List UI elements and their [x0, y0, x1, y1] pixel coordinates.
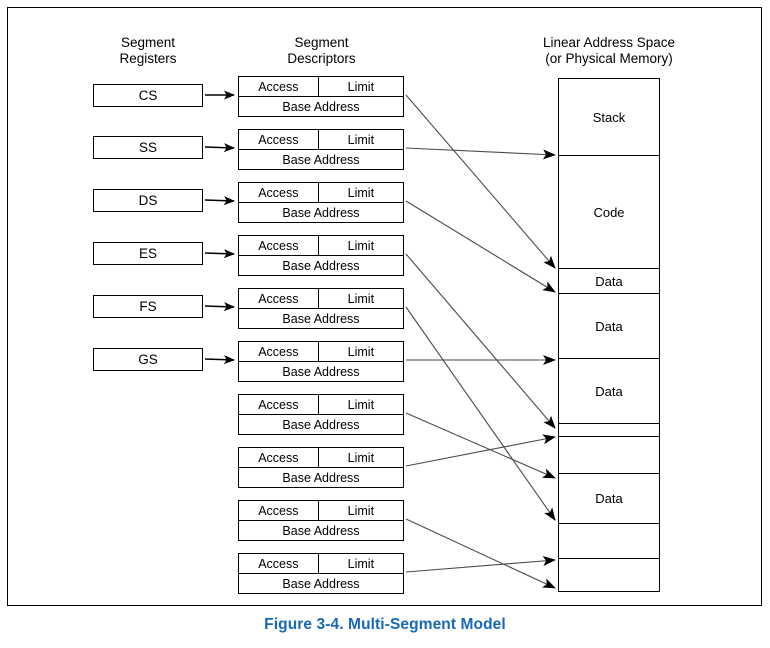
descriptor-base-address-field: Base Address: [282, 470, 360, 485]
memory-segment-empty-1: [559, 424, 659, 437]
memory-segment-code: Code: [559, 156, 659, 269]
descriptor-base-address-field: Base Address: [282, 576, 360, 591]
memory-segment-stack: Stack: [559, 79, 659, 156]
descriptor-top-row: Access Limit: [239, 130, 403, 150]
descriptor-access-field: Access: [239, 236, 319, 255]
register-label: GS: [138, 352, 158, 367]
descriptor-base-address-field: Base Address: [282, 417, 360, 432]
register-label: CS: [138, 88, 158, 103]
segment-descriptor-10[interactable]: Access Limit Base Address: [238, 553, 404, 594]
segment-descriptor-7[interactable]: Access Limit Base Address: [238, 394, 404, 435]
descriptor-limit-field: Limit: [347, 344, 375, 359]
descriptor-access-field: Access: [239, 501, 319, 520]
segment-descriptor-1[interactable]: Access Limit Base Address: [238, 76, 404, 117]
descriptor-top-row: Access Limit: [239, 236, 403, 256]
descriptor-limit-field: Limit: [347, 132, 375, 147]
segment-register-fs[interactable]: FS: [93, 295, 203, 318]
descriptor-top-row: Access Limit: [239, 289, 403, 309]
descriptor-access-field: Access: [239, 130, 319, 149]
segment-descriptor-6[interactable]: Access Limit Base Address: [238, 341, 404, 382]
figure-caption: Figure 3-4. Multi-Segment Model: [264, 616, 506, 633]
descriptor-top-row: Access Limit: [239, 448, 403, 468]
register-label: SS: [138, 140, 157, 155]
register-label: FS: [139, 299, 157, 314]
descriptor-limit-field: Limit: [347, 79, 375, 94]
segment-descriptor-4[interactable]: Access Limit Base Address: [238, 235, 404, 276]
descriptor-base-address-field: Base Address: [282, 152, 360, 167]
descriptor-base-address-field: Base Address: [282, 99, 360, 114]
memory-segment-data-2: Data: [559, 294, 659, 359]
memory-segment-data-4: Data: [559, 474, 659, 524]
heading-linear-address-space: Linear Address Space (or Physical Memory…: [542, 35, 676, 66]
linear-address-space-column: Stack Code Data Data Data Data: [558, 78, 660, 592]
descriptor-top-row: Access Limit: [239, 77, 403, 97]
memory-segment-empty-4: [559, 559, 659, 590]
segment-register-ds[interactable]: DS: [93, 189, 203, 212]
descriptor-limit-field: Limit: [347, 185, 375, 200]
segment-descriptor-9[interactable]: Access Limit Base Address: [238, 500, 404, 541]
descriptor-top-row: Access Limit: [239, 554, 403, 574]
descriptor-limit-field: Limit: [347, 556, 375, 571]
segment-register-cs[interactable]: CS: [93, 84, 203, 107]
descriptor-top-row: Access Limit: [239, 395, 403, 415]
descriptor-access-field: Access: [239, 342, 319, 361]
descriptor-access-field: Access: [239, 289, 319, 308]
segment-descriptor-8[interactable]: Access Limit Base Address: [238, 447, 404, 488]
segment-descriptor-2[interactable]: Access Limit Base Address: [238, 129, 404, 170]
descriptor-top-row: Access Limit: [239, 501, 403, 521]
memory-segment-empty-3: [559, 524, 659, 559]
segment-register-es[interactable]: ES: [93, 242, 203, 265]
register-label: ES: [138, 246, 157, 261]
segment-descriptor-3[interactable]: Access Limit Base Address: [238, 182, 404, 223]
descriptor-limit-field: Limit: [347, 397, 375, 412]
descriptor-access-field: Access: [239, 554, 319, 573]
descriptor-base-address-field: Base Address: [282, 258, 360, 273]
descriptor-limit-field: Limit: [347, 503, 375, 518]
descriptor-limit-field: Limit: [347, 450, 375, 465]
heading-segment-descriptors: Segment Descriptors: [287, 35, 356, 66]
descriptor-top-row: Access Limit: [239, 342, 403, 362]
segment-descriptor-5[interactable]: Access Limit Base Address: [238, 288, 404, 329]
memory-segment-data-3: Data: [559, 359, 659, 424]
descriptor-base-address-field: Base Address: [282, 523, 360, 538]
descriptor-access-field: Access: [239, 448, 319, 467]
descriptor-limit-field: Limit: [347, 238, 375, 253]
descriptor-access-field: Access: [239, 183, 319, 202]
descriptor-base-address-field: Base Address: [282, 205, 360, 220]
register-label: DS: [138, 193, 158, 208]
memory-segment-data-1: Data: [559, 269, 659, 294]
segment-register-gs[interactable]: GS: [93, 348, 203, 371]
heading-segment-registers: Segment Registers: [119, 35, 177, 66]
memory-segment-empty-2: [559, 437, 659, 474]
descriptor-access-field: Access: [239, 77, 319, 96]
descriptor-top-row: Access Limit: [239, 183, 403, 203]
descriptor-limit-field: Limit: [347, 291, 375, 306]
descriptor-base-address-field: Base Address: [282, 311, 360, 326]
segment-register-ss[interactable]: SS: [93, 136, 203, 159]
descriptor-base-address-field: Base Address: [282, 364, 360, 379]
descriptor-access-field: Access: [239, 395, 319, 414]
